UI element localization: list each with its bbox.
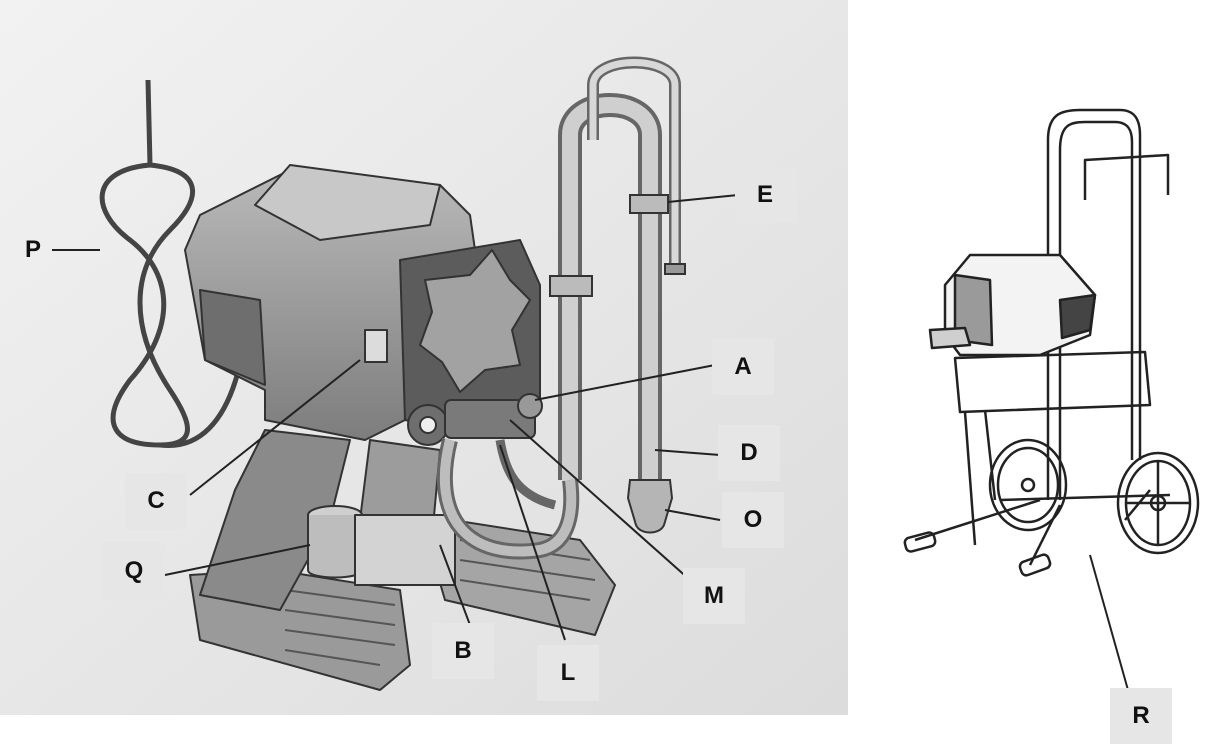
motor-top <box>254 164 441 241</box>
outlet-fitting <box>517 393 543 419</box>
power-switch <box>364 329 388 363</box>
label-P: P <box>24 236 41 263</box>
label-B: B <box>454 637 472 664</box>
cart-illustration <box>903 108 1200 577</box>
cart-handle <box>1046 108 1142 500</box>
label-O: O <box>743 506 763 533</box>
cart-tray <box>953 350 1152 414</box>
pump-star-window <box>419 249 531 393</box>
label-Q: Q <box>124 557 144 584</box>
label-M: M <box>704 582 724 609</box>
foot-ridges <box>284 539 596 666</box>
label-tags <box>103 167 1172 744</box>
cart-wheel-right <box>1116 451 1200 555</box>
filter-block <box>354 514 456 586</box>
cart-axle <box>999 493 1171 502</box>
tube-assembly <box>436 56 681 560</box>
label-A: A <box>734 353 752 380</box>
label-L: L <box>560 659 576 686</box>
label-C: C <box>147 487 165 514</box>
power-cord <box>99 79 241 449</box>
cart-wheel-left <box>988 438 1068 532</box>
tube-clips <box>549 194 669 297</box>
cart-hook <box>1083 153 1170 200</box>
label-E: E <box>756 181 773 208</box>
label-R: R <box>1132 702 1150 729</box>
valve-block <box>444 399 536 439</box>
label-D: D <box>740 439 758 466</box>
motor-side-vent <box>199 289 266 386</box>
sprayer-unit-illustration <box>99 79 616 691</box>
leader-lines <box>52 194 1129 691</box>
cup-body <box>307 515 363 579</box>
cart-frame-legs <box>914 489 1151 566</box>
handle-column <box>199 429 351 611</box>
